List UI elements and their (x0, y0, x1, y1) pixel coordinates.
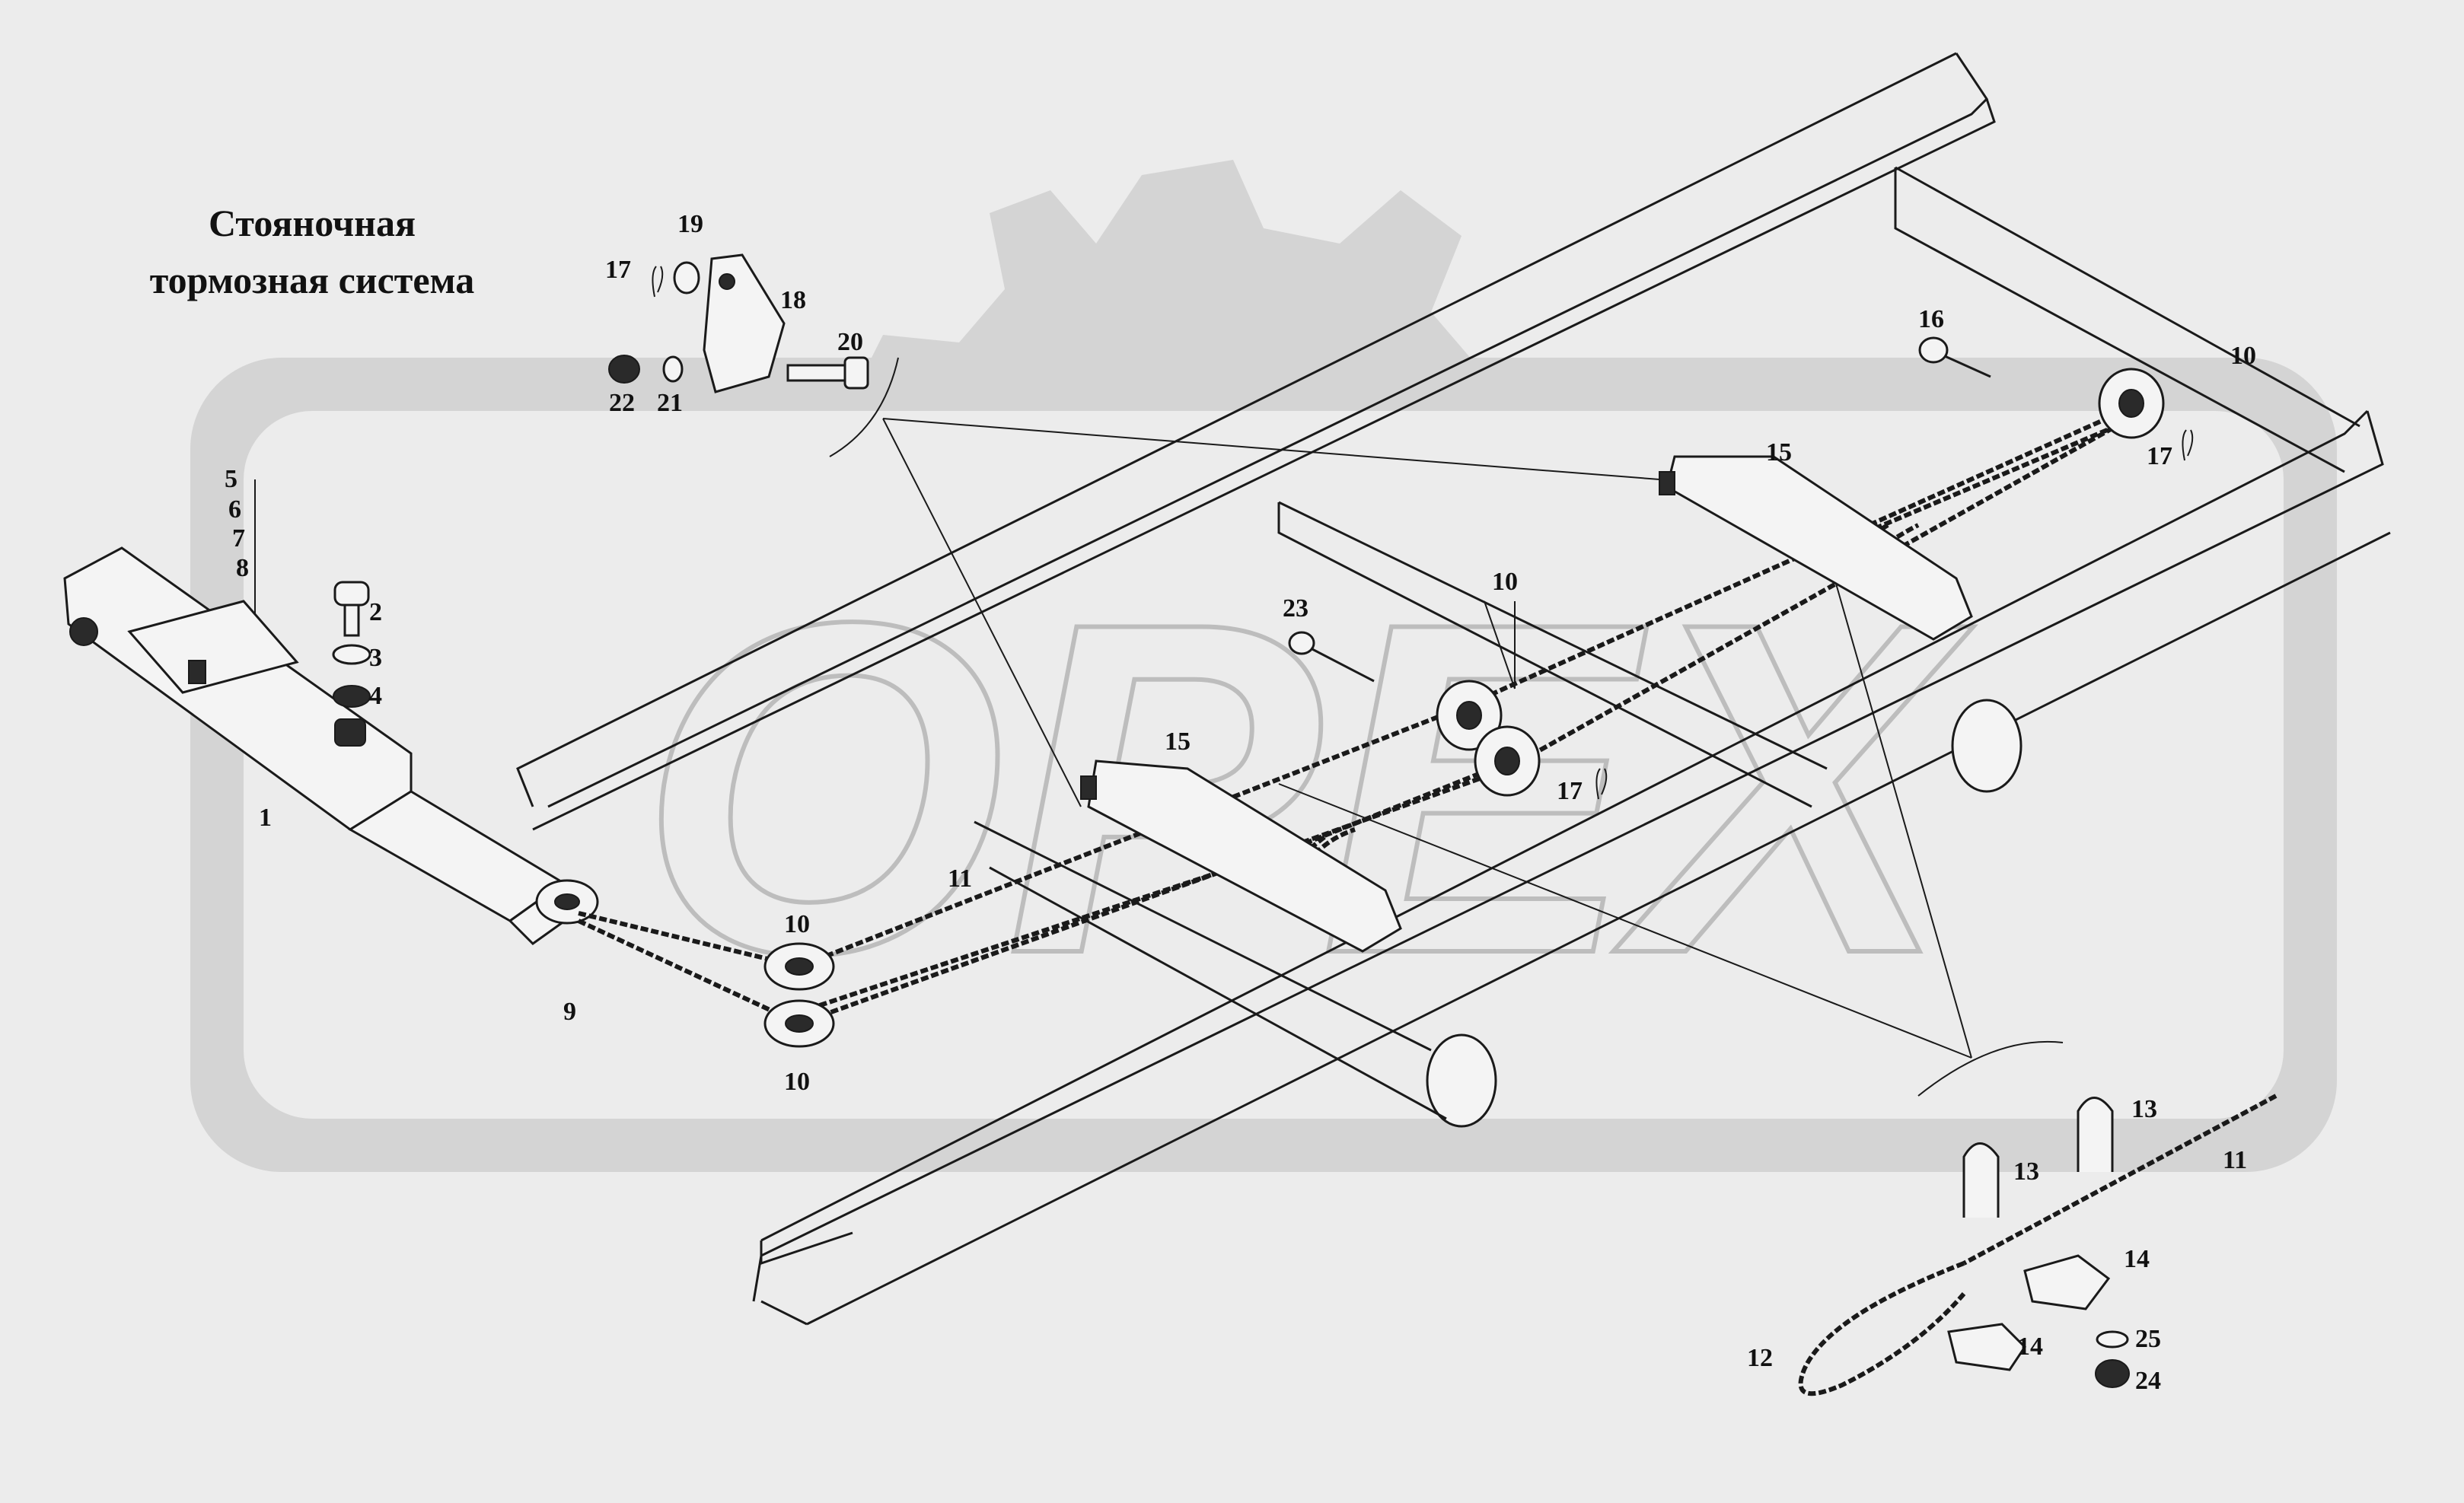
callout-5: 5 (225, 465, 237, 493)
pulley-10-middle-a (1436, 680, 1503, 751)
clamp-14-lower (1947, 1323, 2026, 1371)
washer-25 (2096, 1330, 2129, 1349)
watermark-text: ОРЕХ (639, 525, 1975, 1052)
callout-10-lower-b: 10 (784, 1068, 810, 1096)
callout-8: 8 (236, 554, 249, 582)
callout-12: 12 (1747, 1344, 1773, 1372)
washer-3 (332, 644, 371, 665)
callout-11-detail: 11 (2223, 1146, 2247, 1174)
crossmember-tube-right (1951, 699, 2023, 793)
callout-17-right: 17 (2147, 442, 2172, 470)
callout-2: 2 (369, 598, 382, 626)
callout-10-middle: 10 (1492, 568, 1518, 596)
callout-4: 4 (369, 682, 382, 710)
callout-25: 25 (2135, 1325, 2161, 1353)
callout-16: 16 (1918, 305, 1944, 333)
lever-assembly (63, 546, 588, 945)
callout-14-lower: 14 (2017, 1333, 2043, 1361)
bracket-18 (703, 253, 786, 393)
callout-11-cable: 11 (948, 865, 972, 893)
chassis-frame (516, 52, 2391, 1326)
callout-15-right: 15 (1766, 438, 1792, 467)
callout-10-lower-a: 10 (784, 910, 810, 938)
bracket-15-right (1659, 455, 1973, 641)
callout-18: 18 (780, 286, 806, 314)
callout-labels: 1 2 3 4 5 6 7 8 9 10 10 10 10 11 11 12 1… (225, 210, 2256, 1395)
callout-10-right: 10 (2230, 342, 2256, 370)
washer-21 (662, 355, 684, 383)
callout-6: 6 (228, 495, 241, 524)
callout-22: 22 (609, 389, 635, 417)
crossmember-tube-left (1426, 1033, 1497, 1128)
callout-14-upper: 14 (2124, 1245, 2150, 1273)
u-bolt-13-upper (2077, 1097, 2114, 1172)
callout-21: 21 (657, 389, 683, 417)
callout-3: 3 (369, 644, 382, 672)
pulley-10-middle-b (1474, 725, 1541, 797)
u-bolt-13-lower (1962, 1142, 2000, 1218)
callout-13-lower: 13 (2013, 1158, 2039, 1186)
nut-24 (2095, 1359, 2130, 1388)
callout-19: 19 (677, 210, 703, 238)
bolt-23 (1288, 631, 1375, 683)
cotter-pin-17-top (652, 266, 664, 298)
callout-20: 20 (837, 328, 863, 356)
callout-17-top: 17 (605, 256, 631, 284)
callout-15-left: 15 (1165, 728, 1191, 756)
clamp-14-upper (2023, 1254, 2111, 1310)
pulley-9 (535, 879, 599, 925)
cotter-pin-17-middle (1595, 768, 1608, 800)
title-line-1: Стояночная (209, 202, 416, 244)
bolt-20 (786, 356, 869, 390)
washer-4 (333, 685, 371, 708)
callout-7: 7 (232, 524, 245, 552)
callout-1: 1 (259, 804, 272, 832)
bolt-2 (333, 581, 370, 637)
pulley-10-right (2098, 368, 2165, 439)
detail-inset (1798, 1094, 2278, 1396)
callout-24: 24 (2135, 1367, 2161, 1395)
bracket-15-left (1080, 759, 1402, 953)
cotter-pin-17-right (2182, 429, 2194, 461)
callout-23: 23 (1283, 594, 1309, 623)
watermark-frame-inner (244, 411, 2284, 1119)
pulley-10-lower-b (763, 999, 835, 1048)
callout-13-upper: 13 (2131, 1095, 2157, 1123)
bolt-16 (1918, 336, 1991, 378)
title-line-2: тормозная система (150, 259, 474, 301)
callout-9: 9 (563, 998, 576, 1026)
cable-eye-12 (1798, 1261, 1966, 1396)
pulley-10-lower-a (763, 942, 835, 991)
washer-19 (673, 261, 700, 295)
watermark: ОРЕХ (190, 160, 2337, 1172)
nut-22 (608, 355, 640, 384)
callout-17-middle: 17 (1557, 777, 1583, 805)
